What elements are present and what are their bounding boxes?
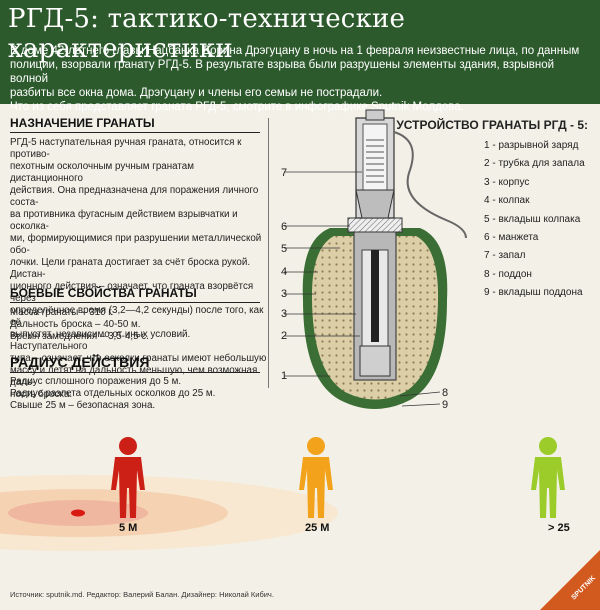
legend-item: 7 - запал — [484, 250, 526, 262]
section-divider — [10, 302, 260, 303]
radius-title: РАДИУС ДЕЙСТВИЯ — [10, 354, 150, 370]
fuse-chamber — [362, 123, 388, 191]
header-banner: РГД-5: тактико-технические характеристик… — [0, 0, 600, 113]
column-divider — [268, 118, 269, 388]
sputnik-logo: SPUTNIK — [540, 550, 600, 610]
purpose-title: НАЗНАЧЕНИЕ ГРАНАТЫ — [10, 116, 155, 130]
callout-number: 9 — [442, 399, 449, 411]
callout-number: 3 — [281, 288, 288, 300]
purpose-line: типа – означает, что осколки гранаты име… — [10, 353, 267, 364]
lead-line: В доме 42-летнего главы Нацбанка Дорина … — [10, 45, 580, 57]
distance-label-mid: 25 М — [305, 522, 330, 534]
legend-item: 5 - вкладыш колпака — [484, 213, 581, 225]
blast-radius-scene — [0, 437, 565, 551]
distance-label-near: 5 М — [119, 522, 138, 534]
legend-item: 3 - корпус — [484, 176, 530, 188]
callout-number: 6 — [281, 221, 288, 233]
device-title: УСТРОЙСТВО ГРАНАТЫ РГД - 5: — [396, 118, 588, 132]
legend-item: 2 - трубка для запала — [484, 158, 585, 170]
callout-number: 7 — [281, 167, 288, 179]
person-orange-icon — [299, 437, 333, 518]
blast-center — [71, 509, 85, 517]
legend-item: 4 - колпак — [484, 195, 530, 207]
fuse-cap — [365, 109, 385, 121]
radius-line: Свыше 25 м – безопасная зона. — [10, 400, 156, 411]
callout-number: 4 — [281, 266, 288, 278]
person-red-icon — [111, 437, 145, 518]
callout-number: 1 — [281, 370, 288, 382]
callout-number: 3 — [281, 308, 288, 320]
callout-lines — [284, 171, 441, 407]
purpose-line: ность броска. — [10, 389, 73, 400]
safety-lever — [393, 131, 467, 239]
callout-number: 8 — [442, 387, 449, 399]
combat-title: БОЕВЫЕ СВОЙСТВА ГРАНАТЫ — [10, 286, 197, 300]
purpose-line: массу и летят на дальность меньшую, чем … — [10, 365, 258, 388]
purpose-line: ционного действия – означает, что гранат… — [10, 281, 254, 304]
callout-number: 5 — [281, 243, 288, 255]
radius-line: Радиус сплошного поражения до 5 м. — [10, 376, 182, 387]
fuse-neck — [355, 189, 395, 219]
fuse-spring — [366, 139, 384, 183]
credits: Источник: sputnik.md. Редактор: Валерий … — [10, 590, 274, 599]
legend-item: 6 - манжета — [484, 232, 539, 244]
fuse-core — [371, 250, 379, 342]
purpose-line: РГД-5 наступательная ручная граната, отн… — [10, 137, 242, 160]
device-legend: 1 - разрывной заряд 2 - трубка для запал… — [484, 137, 585, 303]
section-divider — [10, 372, 260, 373]
lead-line: разбиты все окна дома. Дрэгуцану и члены… — [10, 87, 383, 99]
person-green-icon — [531, 437, 565, 518]
purpose-text: РГД-5 наступательная ручная граната, отн… — [10, 137, 268, 401]
callout-number: 2 — [281, 330, 288, 342]
section-divider — [10, 132, 260, 133]
combat-line: Масса гранаты – 310 г. — [10, 307, 114, 318]
purpose-line: пехотным осколочным ручным гранатам дист… — [10, 161, 194, 184]
grenade-cross-section — [284, 109, 467, 409]
legend-item: 9 - вкладыш поддона — [484, 287, 583, 299]
purpose-line: выпустят, независимо от иных условий. На… — [10, 329, 191, 352]
lead-paragraph: В доме 42-летнего главы Нацбанка Дорина … — [10, 44, 595, 114]
purpose-line: лочки. Цели граната достигает за счёт бр… — [10, 257, 251, 280]
purpose-line: действия. Она предназначена для поражени… — [10, 185, 259, 208]
lead-line: полиции, взорвали гранату РГД-5. В резул… — [10, 59, 555, 85]
distance-label-far: > 25 — [548, 522, 570, 534]
combat-line: Время замедления – 3,5-4,5 с. — [10, 331, 149, 342]
radius-line: Радиус разлета отдельных осколков до 25 … — [10, 388, 216, 399]
purpose-line: ва противника фугасным действием взрывча… — [10, 209, 238, 232]
page-title: РГД-5: тактико-технические характеристик… — [8, 4, 406, 64]
legend-item: 8 - поддон — [484, 268, 532, 280]
radius-text: Радиус сплошного поражения до 5 м. Радиу… — [10, 376, 215, 412]
collar — [347, 217, 403, 233]
detonator — [359, 345, 391, 377]
combat-text: Масса гранаты – 310 г. Дальность броска … — [10, 307, 149, 343]
purpose-line: определённое время (3,2—4,2 секунды) пос… — [10, 305, 264, 328]
lead-line: Что из себя представляет граната РГД-5, … — [10, 101, 464, 113]
legend-item: 1 - разрывной заряд — [484, 140, 579, 151]
purpose-line: ми, формирующимися при разрушении металл… — [10, 233, 262, 256]
combat-line: Дальность броска – 40-50 м. — [10, 319, 141, 330]
